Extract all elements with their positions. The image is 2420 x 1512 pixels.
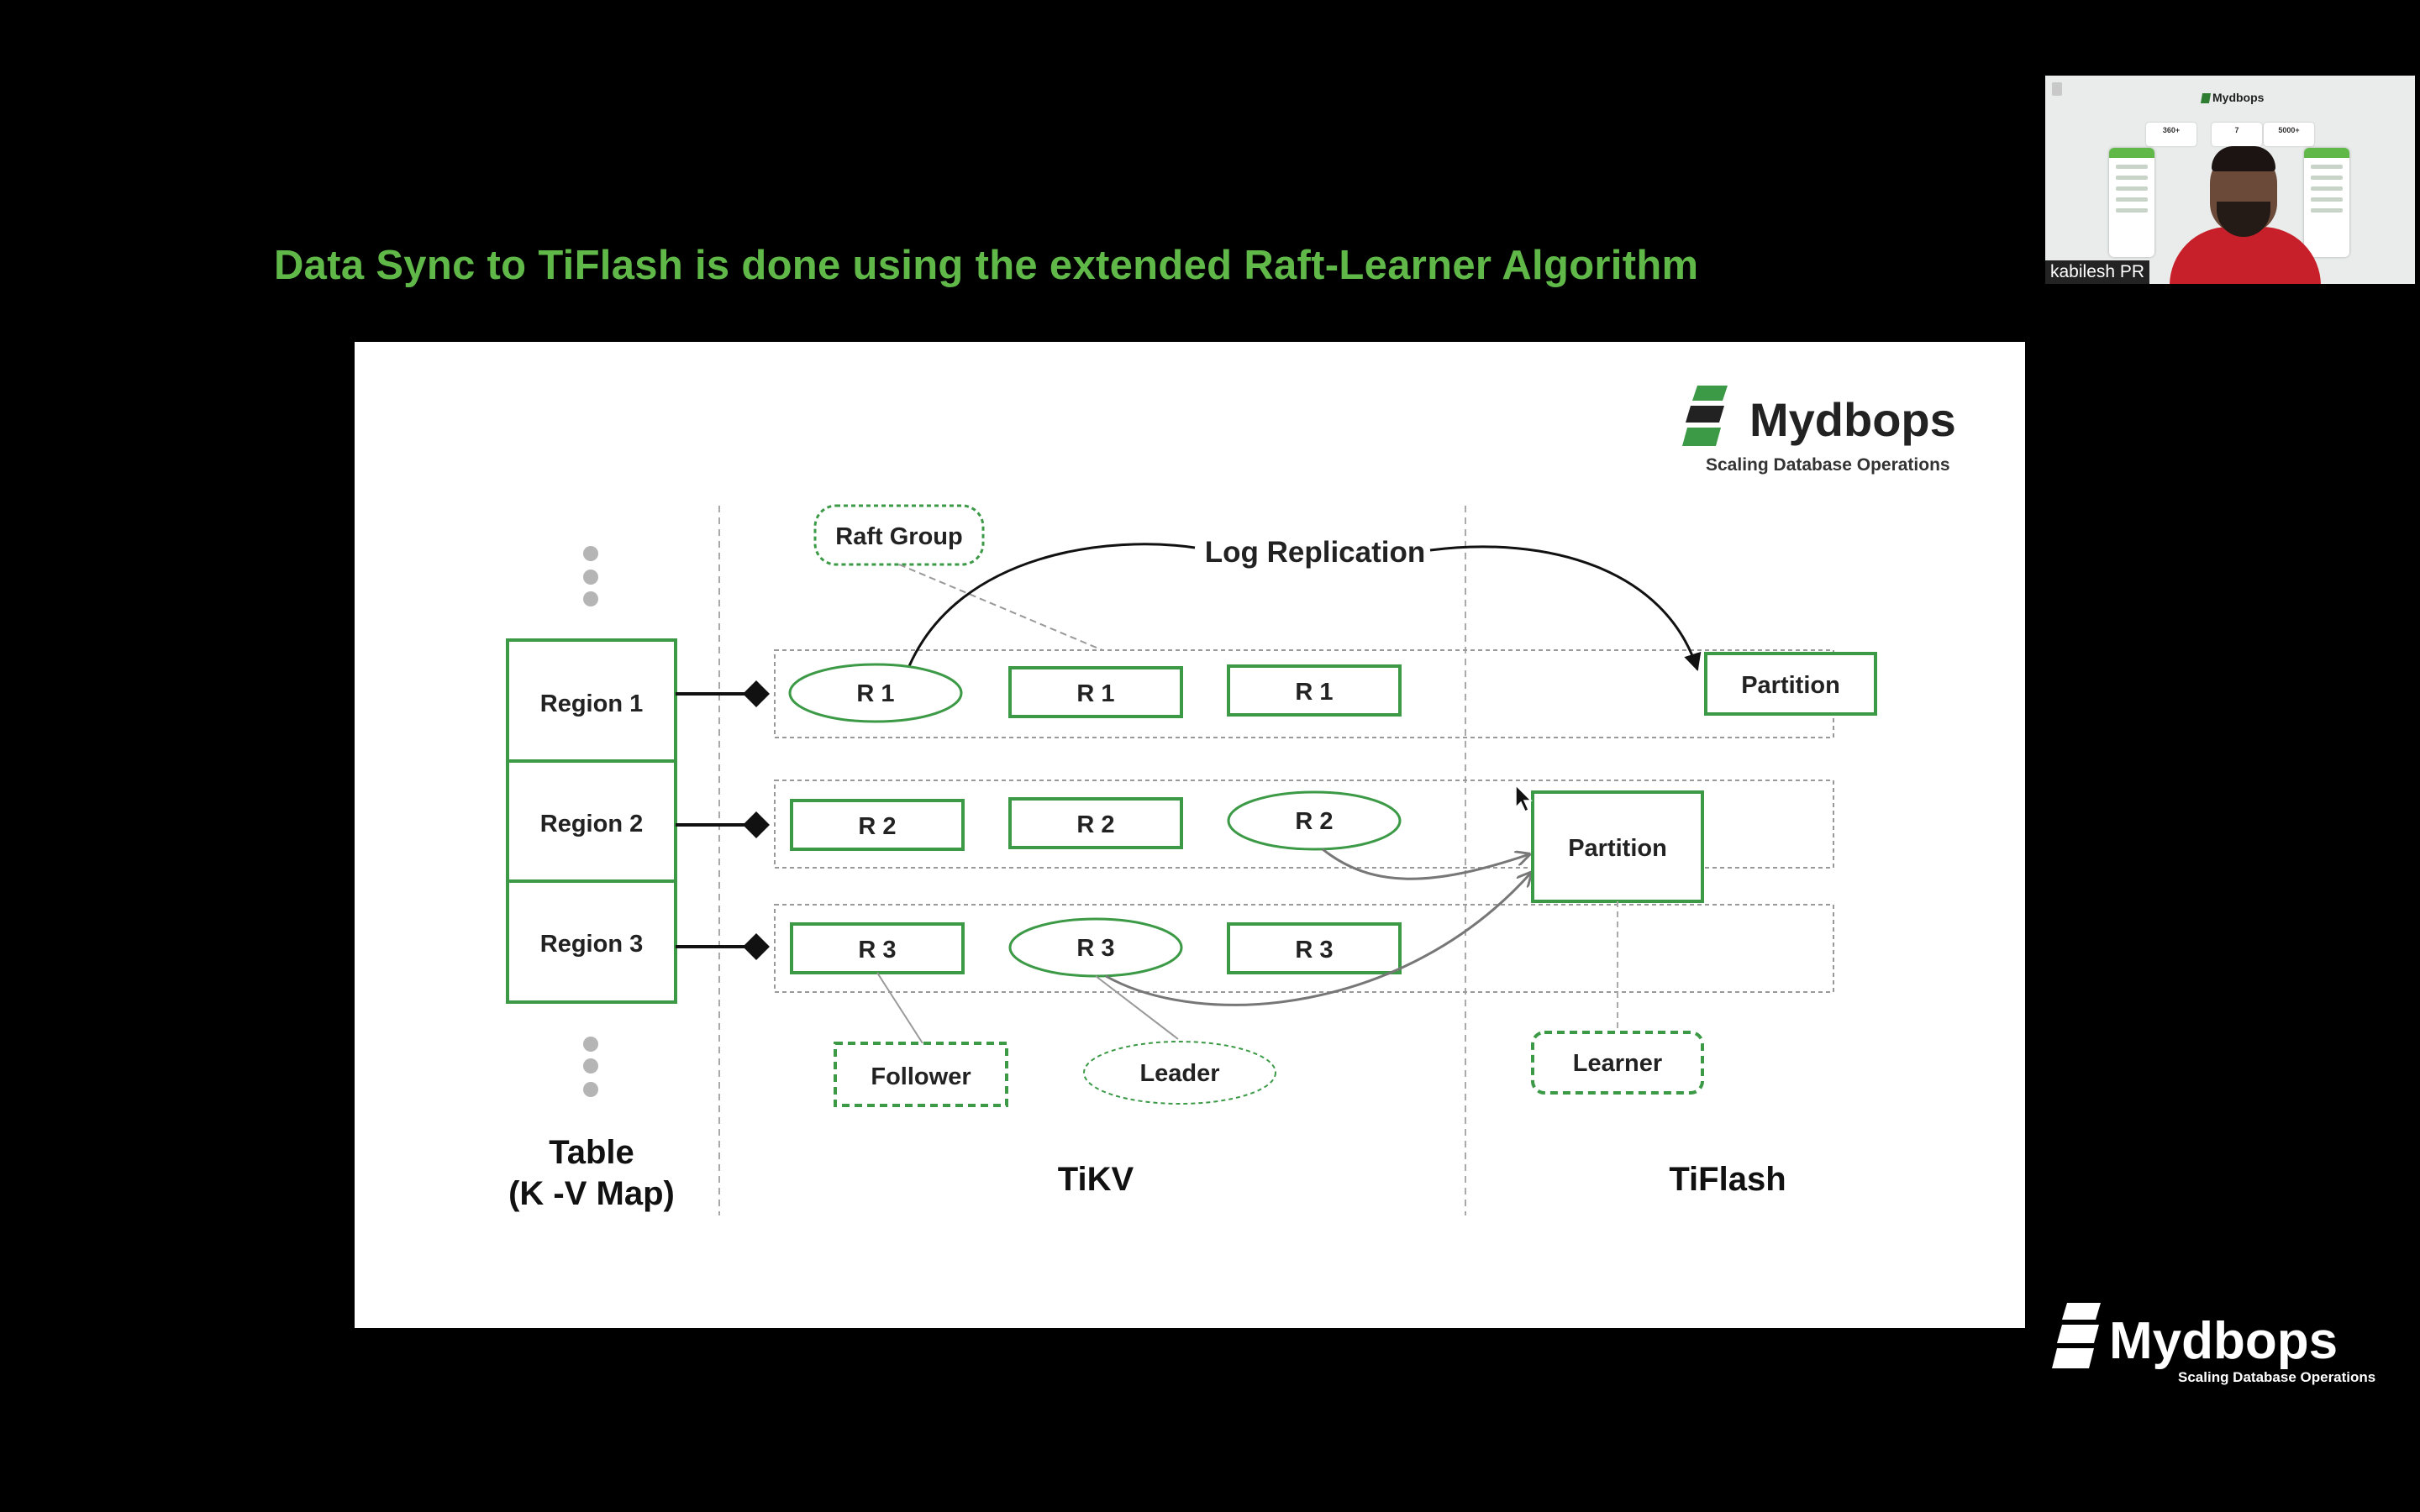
mydbops-logo-icon [1682,386,1728,446]
mini-card [2109,148,2154,257]
replica-label: R 3 [858,937,896,963]
follower-connector [876,972,923,1044]
follower-label: Follower [871,1063,971,1090]
raft-group-row-2 [774,780,1834,869]
participant-name: kabilesh PR [2045,260,2150,284]
replica-label: R 1 [856,680,894,707]
mydbops-watermark: Mydbops Scaling Database Operations [2052,1303,2375,1385]
slide-title: Data Sync to TiFlash is done using the e… [274,243,1699,288]
leader-label: Leader [1139,1060,1219,1087]
table-dots-top [583,546,598,606]
mini-stat: 7 [2212,123,2262,146]
sync-curve-r2 [1322,848,1529,880]
tiflash-label: TiFlash [1669,1161,1786,1198]
slide-panel: Mydbops Scaling Database Operations Regi… [355,342,2025,1328]
raft-group-connector [898,564,1103,651]
watermark-tagline: Scaling Database Operations [2178,1369,2375,1385]
raft-group-row-1 [774,649,1834,738]
replica-label: R 3 [1295,937,1333,963]
leader-tag: Leader [1083,1041,1276,1105]
replica-r3-follower-b: R 3 [1227,922,1402,974]
replica-label: R 2 [1295,808,1333,835]
leader-connector [1095,975,1179,1040]
region-1-label: Region 1 [540,690,643,717]
table-sub-label: (K -V Map) [508,1175,675,1212]
replica-r2-follower-b: R 2 [1008,797,1183,849]
replica-r2-leader: R 2 [1227,790,1402,851]
sync-curve-r3 [1105,873,1531,1006]
participant-hair [2212,146,2275,171]
mydbops-logo: Mydbops Scaling Database Operations [1682,386,1956,475]
replica-r2-follower-a: R 2 [790,799,965,851]
replica-label: R 2 [858,813,896,840]
region-1: Region 1 [506,638,677,763]
replica-label: R 3 [1076,935,1114,962]
raft-group-tag: Raft Group [813,504,985,566]
log-replication-label: Log Replication [1205,536,1426,569]
replica-label: R 1 [1295,679,1333,706]
tikv-label: TiKV [1058,1161,1134,1198]
partition-label: Partition [1741,672,1840,699]
panel-logo-name: Mydbops [1749,393,1956,446]
replica-label: R 1 [1076,680,1114,707]
learner-label: Learner [1573,1050,1662,1077]
region-3: Region 3 [506,879,677,1004]
region-2: Region 2 [506,759,677,883]
replica-r1-leader: R 1 [788,663,963,723]
follower-tag: Follower [834,1042,1008,1107]
mouse-cursor-icon [1515,784,1533,813]
panel-logo-tagline: Scaling Database Operations [1706,455,1950,475]
mini-logo: Mydbops [2200,91,2264,104]
partition-main: Partition [1531,790,1704,903]
mini-stat: 5000+ [2264,123,2314,146]
replica-r1-follower-b: R 1 [1227,664,1402,717]
replica-r3-leader: R 3 [1008,917,1183,978]
watermark-name: Mydbops [2109,1312,2338,1370]
raft-group-label: Raft Group [835,523,962,550]
replica-r1-follower-a: R 1 [1008,666,1183,718]
region-3-label: Region 3 [540,931,643,958]
raft-group-row-3 [774,904,1834,993]
table-dots-bottom [583,1037,598,1097]
log-replication-arc-right [1429,545,1702,672]
participant-video-tile[interactable]: Mydbops 360+ 7 5000+ kabilesh PR [2045,76,2415,284]
learner-tag: Learner [1531,1031,1704,1095]
mini-card [2304,148,2349,257]
replica-label: R 2 [1076,811,1114,838]
partition-label: Partition [1568,835,1667,862]
partition-top: Partition [1704,652,1877,716]
raft-learner-diagram: Mydbops Scaling Database Operations Regi… [506,386,1956,1215]
region-2-label: Region 2 [540,811,643,837]
mini-stat: 360+ [2146,123,2196,146]
pin-icon[interactable] [2052,82,2062,96]
table-label: Table [549,1134,634,1171]
replica-r3-follower-a: R 3 [790,922,965,974]
mydbops-logo-icon [2200,93,2212,104]
log-replication-arc-left [908,543,1196,667]
mydbops-logo-icon [2052,1303,2101,1368]
